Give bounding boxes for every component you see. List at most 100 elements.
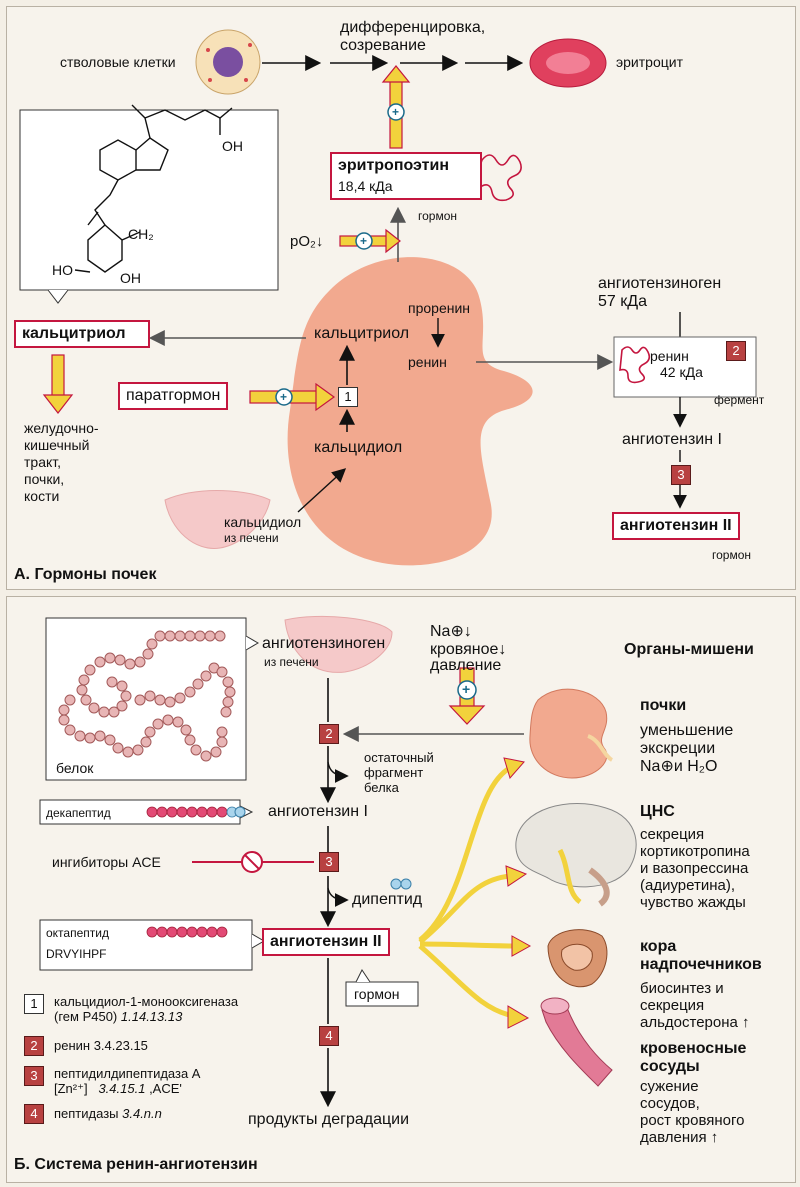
ch2-label: CH₂ bbox=[128, 226, 154, 242]
legend-badge: 1 bbox=[24, 994, 44, 1014]
effect-line: альдостерона ↑ bbox=[640, 1014, 750, 1031]
legend-name: пептидилдипептидаза А bbox=[54, 1066, 201, 1081]
kidneys-effect: уменьшение экскреции Na⊕и H₂O bbox=[640, 722, 733, 776]
legend-cofactor: [Zn²⁺] bbox=[54, 1081, 88, 1096]
angiotensinogen-mass: 57 кДа bbox=[598, 293, 647, 310]
na-label: Na⊕↓ bbox=[430, 624, 472, 640]
step-3-badge: 3 bbox=[671, 465, 691, 485]
legend-text: пептидилдипептидаза А [Zn²⁺] 3.4.15.1 ,A… bbox=[54, 1066, 200, 1096]
effect-line: и вазопрессина bbox=[640, 860, 749, 877]
legend-badge: 4 bbox=[24, 1104, 44, 1124]
effect-line: рост кровяного bbox=[640, 1112, 745, 1129]
erythrocyte-label: эритроцит bbox=[616, 54, 683, 70]
panel-a-title: А. Гормоны почек bbox=[14, 566, 157, 583]
cns-effect: секреция кортикотропина и вазопрессина (… bbox=[640, 826, 750, 911]
effect-line: сужение bbox=[640, 1078, 699, 1095]
cns-title: ЦНС bbox=[640, 803, 675, 820]
calcitriol-targets: желудочно- кишечный тракт, почки, кости bbox=[24, 420, 99, 505]
hormone-bottom-label: гормон bbox=[712, 548, 752, 562]
legend-item-4: 4 пептидазы 3.4.n.n bbox=[24, 1104, 294, 1128]
enzyme-legend: 1 кальцидиол-1-монооксигеназа (гем P450)… bbox=[24, 994, 294, 1128]
legend-item-1: 1 кальцидиол-1-монооксигеназа (гем P450)… bbox=[24, 994, 294, 1028]
liver-shape bbox=[164, 490, 271, 549]
effect-line: давления ↑ bbox=[640, 1129, 719, 1146]
po2-label: pO₂↓ bbox=[290, 233, 324, 250]
decapeptide-label: декапептид bbox=[46, 806, 111, 820]
calcitriol-box: кальцитриол bbox=[14, 320, 150, 348]
legend-name: кальцидиол-1-монооксигеназа bbox=[54, 994, 239, 1009]
target-kidney bbox=[529, 688, 608, 779]
vessels-line: кровеносные bbox=[640, 1040, 747, 1057]
plus-icon: + bbox=[462, 681, 471, 697]
maturation-label: созревание bbox=[340, 37, 426, 54]
erythropoietin-label: эритропоэтин bbox=[338, 157, 450, 174]
adrenal-effect: биосинтез и секреция альдостерона ↑ bbox=[640, 980, 750, 1031]
legend-ec: 3.4.15.1 bbox=[98, 1081, 146, 1096]
oh-bottom-label: OH bbox=[120, 270, 141, 286]
step-1-badge: 1 bbox=[338, 387, 358, 407]
effect-line: уменьшение bbox=[640, 722, 734, 739]
panel-b-title: Б. Система ренин-ангиотензин bbox=[14, 1156, 258, 1173]
effect-line: кортикотропина bbox=[640, 843, 750, 860]
enzyme-label: фермент bbox=[714, 393, 765, 407]
legend-text: кальцидиол-1-монооксигеназа (гем P450) 1… bbox=[54, 994, 238, 1024]
legend-badge: 3 bbox=[24, 1066, 44, 1086]
target-organs-title: Органы-мишени bbox=[624, 641, 754, 658]
legend-cofactor: (гем P450) bbox=[54, 1009, 118, 1024]
plus-icon: + bbox=[360, 234, 368, 248]
renin-enzyme-label: ренин bbox=[650, 348, 689, 364]
adrenal-line: надпочечников bbox=[640, 956, 762, 973]
target-organ: желудочно- bbox=[24, 420, 99, 436]
kidneys-title: почки bbox=[640, 697, 687, 714]
angiotensinogen-b-label: ангиотензиноген bbox=[262, 635, 386, 652]
angiotensin-i-b-label: ангиотензин I bbox=[268, 803, 368, 820]
angiotensin-ii-box-a: ангиотензин II bbox=[612, 512, 740, 540]
parathormone-box: паратгормон bbox=[118, 382, 229, 410]
step-4-badge-b: 4 bbox=[319, 1026, 339, 1046]
blood-pressure-label: кровяное↓ bbox=[430, 641, 507, 658]
step-2-badge: 2 bbox=[726, 341, 746, 361]
differentiation-label: дифференцировка, bbox=[340, 19, 486, 36]
effect-line: сосудов, bbox=[640, 1095, 700, 1112]
effect-line: чувство жажды bbox=[640, 894, 746, 911]
panel-a-graphics bbox=[19, 29, 757, 566]
legend-abbr: ,ACE' bbox=[149, 1081, 182, 1096]
target-brain bbox=[515, 802, 637, 888]
calcitriol-kidney-label: кальцитриол bbox=[314, 325, 410, 342]
hormone-b-label: гормон bbox=[354, 986, 400, 1002]
stem-cells-label: стволовые клетки bbox=[60, 54, 176, 70]
legend-text: пептидазы 3.4.n.n bbox=[54, 1106, 162, 1121]
plus-icon: + bbox=[280, 390, 288, 404]
vessels-title: кровеносные сосуды bbox=[640, 1040, 746, 1076]
calcidiol-liver-label: кальцидиол bbox=[224, 514, 302, 530]
effect-line: секреция bbox=[640, 826, 705, 843]
target-organ: почки, bbox=[24, 471, 65, 487]
dipeptide-label: дипептид bbox=[352, 891, 423, 908]
octapeptide-sequence: DRVYIHPF bbox=[46, 947, 107, 961]
from-liver-label: из печени bbox=[224, 531, 279, 545]
target-organ: тракт, bbox=[24, 454, 62, 470]
residual-line: фрагмент bbox=[364, 765, 424, 780]
target-organ: кости bbox=[24, 488, 60, 504]
plus-icon: + bbox=[392, 105, 400, 119]
step-2-badge-b: 2 bbox=[319, 724, 339, 744]
pressure-label: давление bbox=[430, 657, 502, 674]
vessels-effect: сужение сосудов, рост кровяного давления… bbox=[640, 1078, 745, 1146]
residual-line: остаточный bbox=[364, 750, 434, 765]
na-change: ⊕↓ bbox=[450, 623, 472, 640]
step-3-badge-b: 3 bbox=[319, 852, 339, 872]
angiotensin-ii-box-b: ангиотензин II bbox=[262, 928, 390, 956]
oh-top-label: OH bbox=[222, 138, 243, 154]
degradation-label: продукты деградации bbox=[248, 1111, 410, 1128]
legend-item-3: 3 пептидилдипептидаза А [Zn²⁺] 3.4.15.1 … bbox=[24, 1066, 294, 1100]
kidney-shape bbox=[287, 257, 533, 566]
legend-ec: 1.14.13.13 bbox=[120, 1009, 183, 1024]
effect-line: секреция bbox=[640, 997, 705, 1014]
adrenal-line: кора bbox=[640, 938, 677, 955]
ace-inhibitors-label: ингибиторы ACE bbox=[52, 854, 161, 870]
adrenal-title: кора надпочечников bbox=[640, 938, 762, 974]
angiotensinogen-label: ангиотензиноген bbox=[598, 275, 722, 292]
effect-line: экскреции bbox=[640, 740, 716, 757]
liver-shape-b bbox=[284, 615, 393, 673]
